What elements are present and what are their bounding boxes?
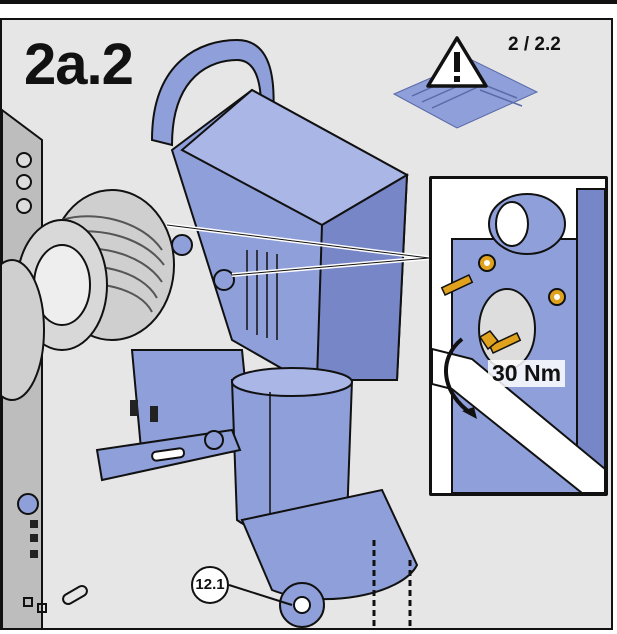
detail-inset [429,176,608,496]
top-rule [0,0,617,4]
motor-illustration [2,36,539,628]
washer-icon [478,254,566,306]
bolt-icon [440,274,522,354]
door-shaft [2,259,45,401]
warning-manual-icon [392,36,539,129]
cable-drum [16,189,175,351]
manual-reference-label: 2 / 2.2 [508,34,561,55]
inset-illustration [432,188,605,493]
mounting-bracket [95,428,242,482]
callout-12-1: 12.1 [191,566,229,604]
zoom-lines [166,223,430,277]
torque-label: 30 Nm [488,360,566,387]
chain-hoist [228,488,419,628]
step-title: 2a.2 [14,32,143,96]
motor-housing [170,88,410,381]
illustration-frame: 2a.2 2 / 2.2 [0,18,613,630]
